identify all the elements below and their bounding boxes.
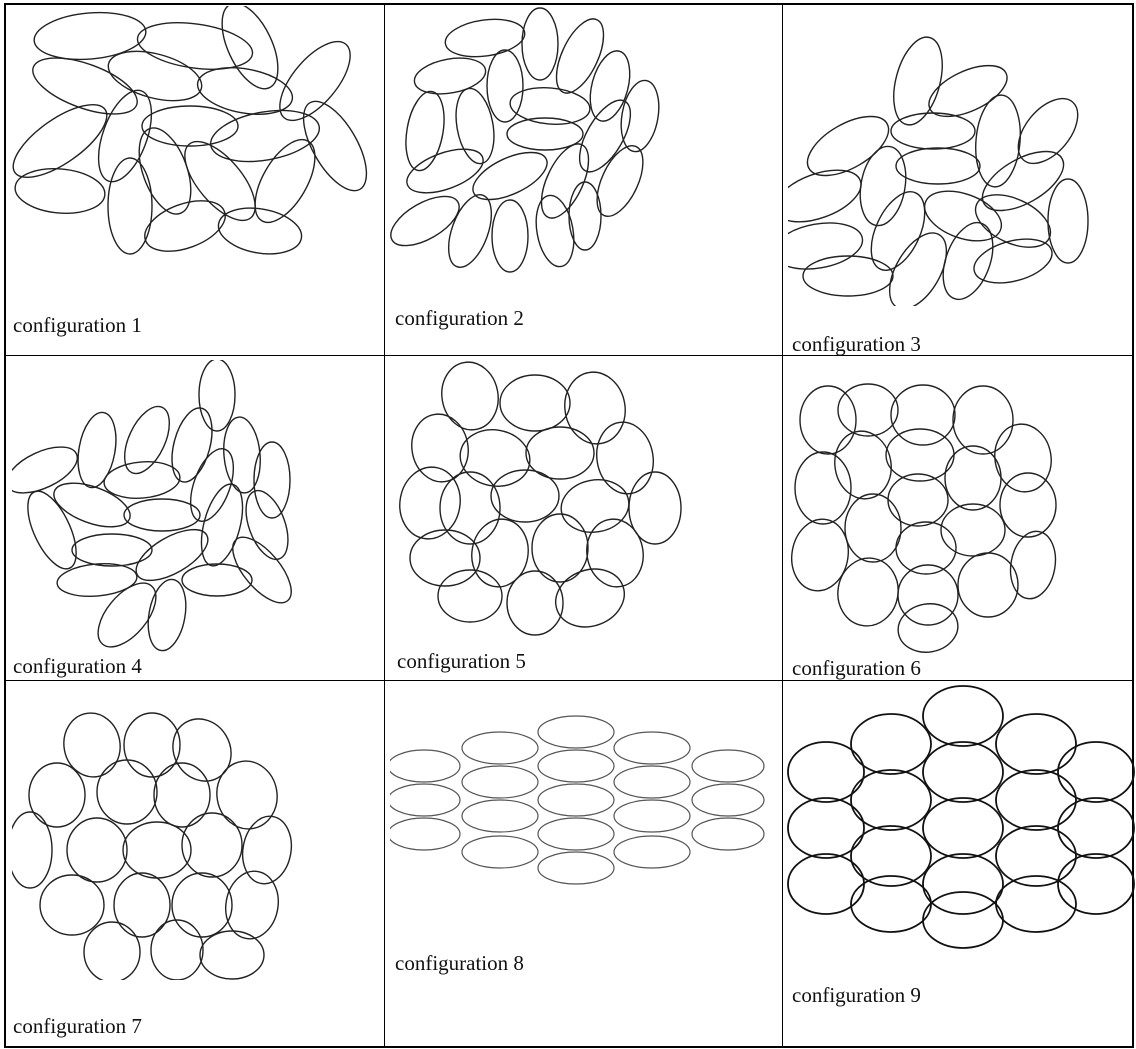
caption-configuration-1: configuration 1 [13,313,142,337]
caption-configuration-8: configuration 8 [395,951,524,975]
table-border-right [1132,3,1134,1048]
configuration-9-sketch [787,685,1135,949]
caption-configuration-7: configuration 7 [13,1014,142,1038]
table-border-bottom [4,1046,1134,1048]
caption-configuration-4: configuration 4 [13,654,142,678]
configuration-7-sketch [12,712,293,980]
table-border-left [4,3,6,1048]
caption-configuration-9: configuration 9 [792,983,921,1007]
configuration-2-sketch [390,7,660,273]
configuration-6-sketch [791,383,1057,653]
caption-configuration-2: configuration 2 [395,306,524,330]
configuration-1-sketch [12,6,368,255]
configuration-5-sketch [399,361,682,636]
caption-configuration-5: configuration 5 [397,649,526,673]
column-divider-2 [782,3,783,1048]
row-divider-1 [4,355,1134,356]
configuration-8-sketch [390,715,765,885]
column-divider-1 [384,3,385,1048]
configuration-3-sketch [788,36,1089,306]
row-divider-2 [4,680,1134,681]
table-border-top [4,3,1134,5]
caption-configuration-6: configuration 6 [792,656,921,680]
caption-configuration-3: configuration 3 [792,332,921,356]
configuration-4-sketch [12,360,292,652]
